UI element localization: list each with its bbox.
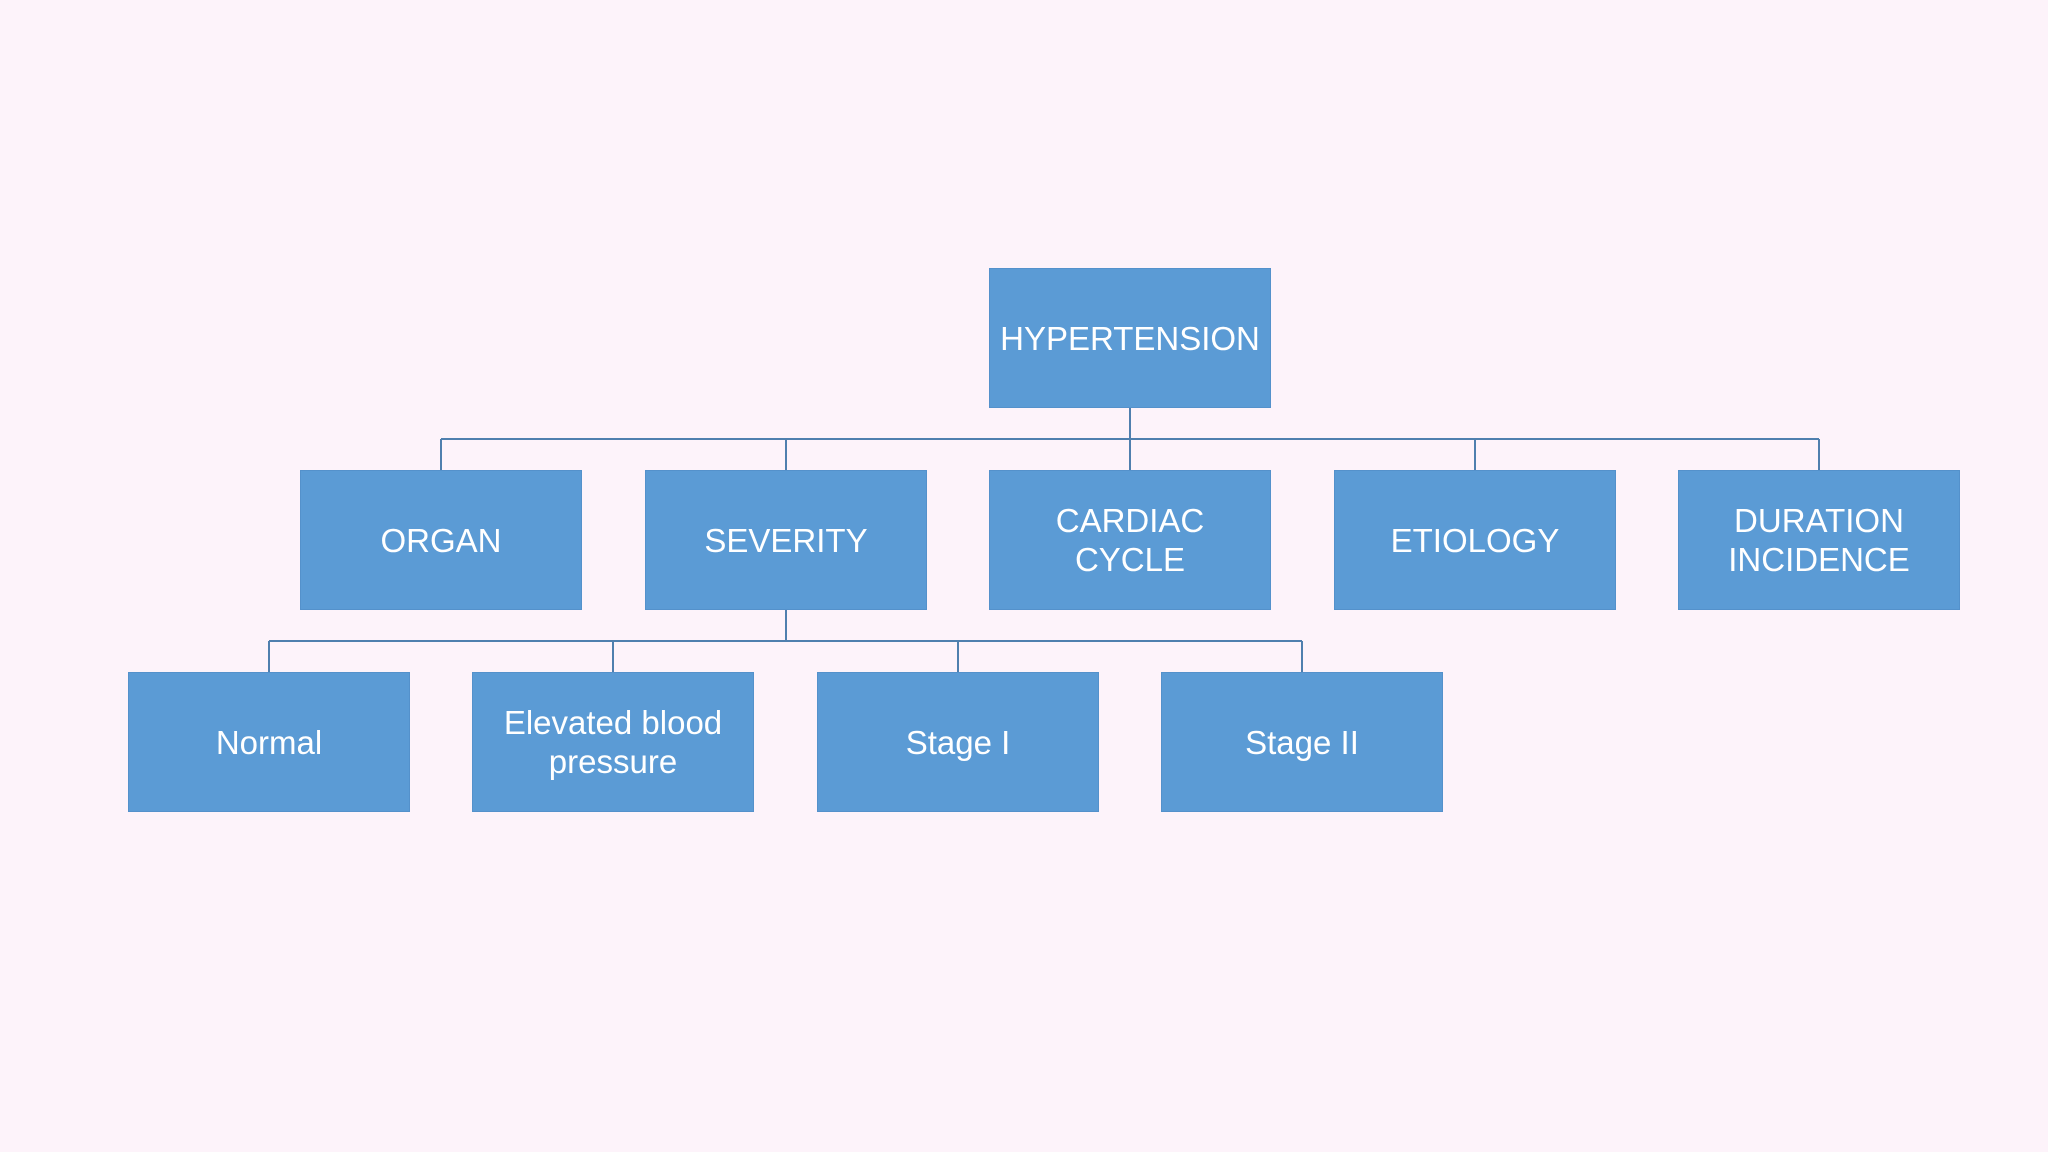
node-label-line: CARDIAC [1055, 502, 1205, 539]
node-label: SEVERITY [704, 521, 868, 559]
node-label: HYPERTENSION [1000, 319, 1260, 357]
node-stage-1: Stage I [817, 672, 1099, 812]
node-label: CARDIAC CYCLE [1056, 501, 1205, 579]
node-etiology: ETIOLOGY [1334, 470, 1616, 610]
node-hypertension: HYPERTENSION [989, 268, 1271, 408]
node-label-line: Elevated blood [503, 704, 723, 741]
node-label: ORGAN [380, 521, 502, 559]
node-label: Elevated blood pressure [504, 703, 722, 781]
node-label: DURATION INCIDENCE [1728, 501, 1910, 579]
node-organ: ORGAN [300, 470, 582, 610]
node-severity: SEVERITY [645, 470, 927, 610]
node-label-line: CYCLE [1074, 541, 1186, 578]
node-cardiac-cycle: CARDIAC CYCLE [989, 470, 1271, 610]
node-label-line: pressure [548, 743, 678, 780]
node-label: Stage II [1245, 723, 1359, 761]
node-label: Stage I [905, 723, 1011, 761]
node-normal: Normal [128, 672, 410, 812]
node-label-line: DURATION [1734, 502, 1904, 539]
node-label-line: INCIDENCE [1728, 541, 1910, 578]
node-stage-2: Stage II [1161, 672, 1443, 812]
node-duration-incidence: DURATION INCIDENCE [1678, 470, 1960, 610]
node-label: Normal [215, 723, 323, 761]
node-label: ETIOLOGY [1390, 521, 1560, 559]
node-elevated-blood-pressure: Elevated blood pressure [472, 672, 754, 812]
